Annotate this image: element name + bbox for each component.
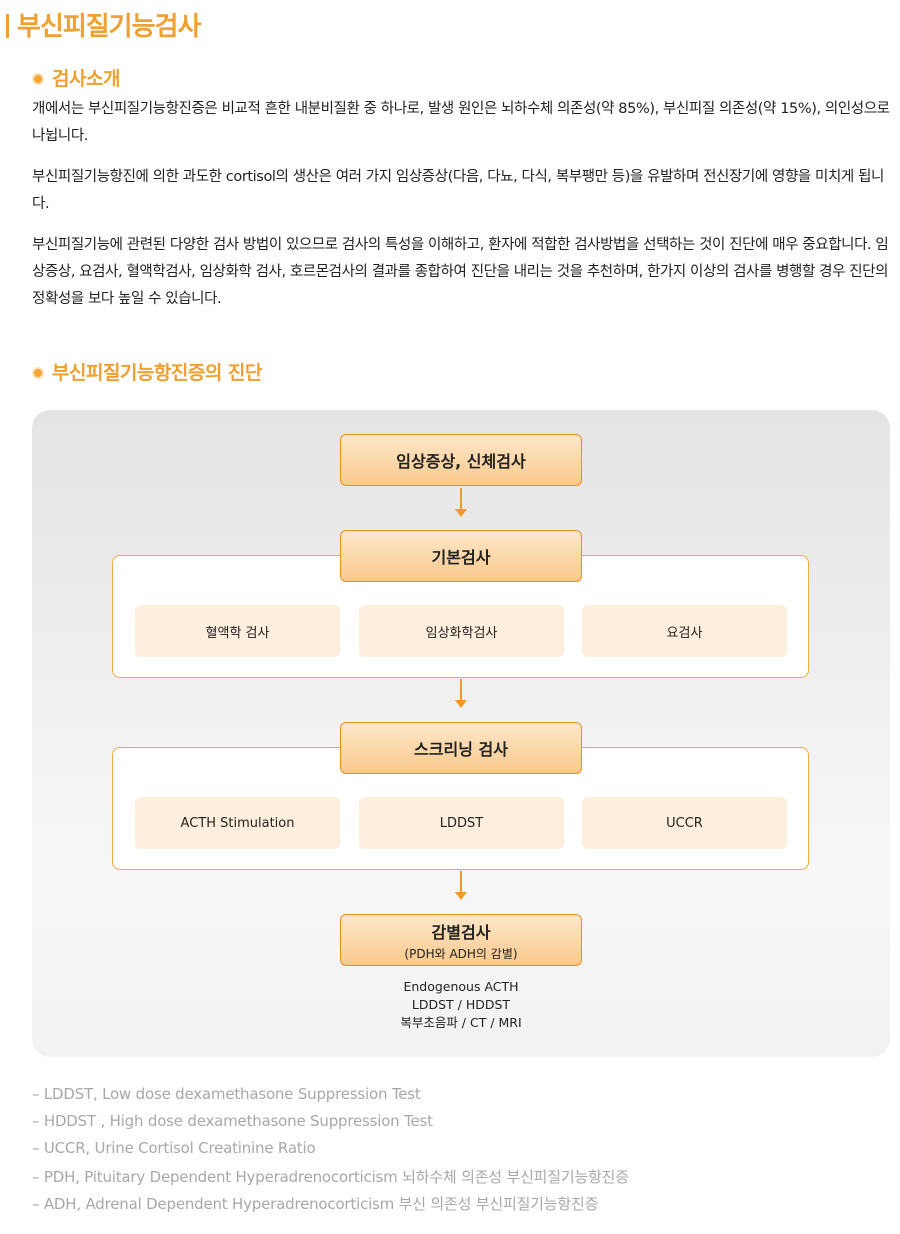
footnote-uccr: – UCCR, Urine Cortisol Creatinine Ratio	[32, 1139, 316, 1157]
test-chip-hematology: 혈액학 검사	[135, 605, 340, 657]
section-title-diagnosis-text: 부신피질기능항진증의 진단	[52, 362, 262, 384]
flow-step-differential: 감별검사 (PDH와 ADH의 감별)	[340, 914, 582, 966]
flow-arrow-down-icon	[456, 488, 466, 517]
flow-arrow-down-icon	[456, 871, 466, 900]
test-chip-urinalysis: 요검사	[582, 605, 787, 657]
flow-arrow-down-icon	[456, 679, 466, 708]
footnote-hddst: – HDDST , High dose dexamethasone Suppre…	[32, 1112, 433, 1130]
bullet-dot-icon	[32, 367, 44, 379]
intro-paragraph-2: 부신피질기능항진에 의한 과도한 cortisol의 생산은 여러 가지 임상증…	[32, 169, 884, 212]
differential-test-item: 복부초음파 / CT / MRI	[400, 1015, 522, 1030]
section-title-intro-text: 검사소개	[52, 68, 120, 90]
differential-test-item: Endogenous ACTH	[403, 979, 519, 994]
differential-test-list: Endogenous ACTH LDDST / HDDST 복부초음파 / CT…	[340, 978, 582, 1032]
flow-step-label: 스크리닝 검사	[414, 740, 508, 759]
page-title-text: 부신피질기능검사	[17, 12, 201, 42]
test-chip-uccr: UCCR	[582, 797, 787, 849]
flow-step-basic-tests: 기본검사	[340, 530, 582, 582]
test-chip-acth-stimulation: ACTH Stimulation	[135, 797, 340, 849]
test-chip-label: 혈액학 검사	[205, 625, 270, 641]
section-title-intro: 검사소개	[32, 64, 120, 91]
test-chip-chemistry: 임상화학검사	[359, 605, 564, 657]
flow-step-clinical-exam: 임상증상, 신체검사	[340, 434, 582, 486]
test-chip-label: UCCR	[666, 815, 703, 831]
flow-step-label: 기본검사	[431, 548, 491, 567]
bullet-dot-icon	[32, 73, 44, 85]
test-chip-label: 요검사	[666, 625, 703, 641]
flow-step-screening: 스크리닝 검사	[340, 722, 582, 774]
footnote-lddst: – LDDST, Low dose dexamethasone Suppress…	[32, 1085, 421, 1103]
intro-paragraph-3: 부신피질기능에 관련된 다양한 검사 방법이 있으므로 검사의 특성을 이해하고…	[32, 237, 889, 307]
test-chip-label: LDDST	[439, 815, 484, 831]
footnote-pdh: – PDH, Pituitary Dependent Hyperadrenoco…	[32, 1168, 629, 1186]
flow-step-label: 임상증상, 신체검사	[396, 452, 526, 471]
section-title-diagnosis: 부신피질기능항진증의 진단	[32, 358, 262, 385]
intro-paragraph-1: 개에서는 부신피질기능항진증은 비교적 흔한 내분비질환 중 하나로, 발생 원…	[32, 101, 890, 144]
test-chip-label: 임상화학검사	[425, 625, 498, 641]
flow-step-label: 감별검사	[431, 922, 491, 942]
title-bar-decoration	[6, 14, 9, 38]
flow-step-sublabel: (PDH와 ADH의 감별)	[404, 946, 518, 961]
differential-test-item: LDDST / HDDST	[411, 997, 511, 1012]
page-title: 부신피질기능검사	[6, 6, 201, 43]
test-chip-lddst: LDDST	[359, 797, 564, 849]
footnote-adh: – ADH, Adrenal Dependent Hyperadrenocort…	[32, 1195, 599, 1213]
test-chip-label: ACTH Stimulation	[180, 815, 295, 831]
